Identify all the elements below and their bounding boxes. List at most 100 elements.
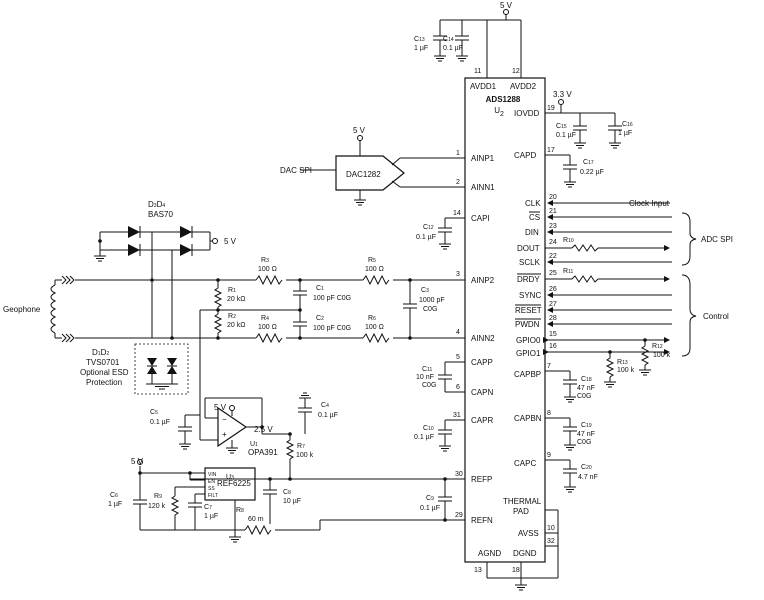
r2-value: 20 kΩ [227,322,245,329]
pin-capr: CAPR [471,416,493,425]
r13-value: 100 k [617,367,635,374]
d3d4-part: BAS70 [148,210,173,219]
esd-protection-box [134,343,189,395]
pin-capbn: CAPBN [514,414,542,423]
r3-ref: R3 [261,257,269,264]
r6-ref: R6 [368,315,376,322]
c13-value: 1 µF [414,45,428,52]
pin-cs: CS [529,213,540,222]
pin-num-28: 28 [549,315,557,322]
pin-capp: CAPP [471,358,493,367]
pin-drdy: DRDY [517,275,540,284]
pin-capn: CAPN [471,388,493,397]
c5-value: 0.1 µF [150,419,170,426]
r8-value: 60 m [248,516,264,523]
c3-value2: C0G [423,306,437,313]
c14-value: 0.1 µF [443,45,463,52]
c20-ref: C20 [581,464,592,471]
r12-ref: R12 [652,343,663,350]
pin-num-32: 32 [547,538,555,545]
pin-dout: DOUT [517,244,540,253]
pin-iovdd: IOVDD [514,109,540,118]
c8-value: 10 µF [283,498,301,505]
pin-gpio1: GPIO1 [516,349,541,358]
u3-pin-vin: VIN [208,472,217,478]
r4-ref: R4 [261,315,269,322]
pin-capbp: CAPBP [514,370,541,379]
pin-refp: REFP [471,475,492,484]
pin-gpio0: GPIO0 [516,336,541,345]
pin-num-13: 13 [474,567,482,574]
chip-ref-sub: 2 [500,111,504,118]
r9-value: 120 k [148,503,166,510]
rail-5v-ref: 5 V [131,457,144,466]
pin-capi: CAPI [471,214,490,223]
c1-ref: C1 [316,285,324,292]
pin-ainn1: AINN1 [471,183,495,192]
dac-part: DAC1282 [346,170,381,179]
d1d2-ref: D1D2 [92,348,109,357]
r8-ref: R8 [236,507,244,514]
v25-label: 2.5 V [254,425,273,434]
pin-num-23: 23 [549,223,557,230]
r9-ref: R9 [154,493,162,500]
pin-num-3: 3 [456,271,460,278]
c19-value2: C0G [577,439,591,446]
r12-value: 100 k [653,352,671,359]
r3-value: 100 Ω [258,266,277,273]
r13-ref: R13 [617,359,628,366]
c7-ref: C7 [204,504,212,511]
c10-ref: C10 [423,425,434,432]
c17-ref: C17 [583,159,594,166]
u1-ref: U1 [250,441,258,448]
rail-5v-top-node [503,9,509,15]
pin-ainp1: AINP1 [471,154,495,163]
rail-3v3: 3.3 V [553,90,572,99]
u3-pin-ss: SS [208,486,215,492]
thermal-line1: THERMAL [503,497,542,506]
u3-pin-en: EN [208,479,215,485]
pin-num-21: 21 [549,208,557,215]
c10-value: 0.1 µF [414,434,434,441]
r7-value: 100 k [296,452,314,459]
opa391-body [217,406,248,448]
pin-capc: CAPC [514,459,536,468]
c11-value: 10 nF [416,374,434,381]
r2-ref: R2 [228,313,236,320]
c12-value: 0.1 µF [416,234,436,241]
d1d2-note1: Optional ESD [80,368,129,377]
pin-refn: REFN [471,516,493,525]
pin-sclk: SCLK [519,258,541,267]
pin-num-22: 22 [549,253,557,260]
c4-ref: C4 [321,402,329,409]
c2-ref: C2 [316,315,324,322]
u3-part: REF6225 [217,479,251,488]
c9-ref: C9 [426,495,434,502]
r10-ref: R10 [563,237,574,244]
c19-ref: C19 [581,422,592,429]
r6-value: 100 Ω [365,324,384,331]
pin-num-12: 12 [512,68,520,75]
pin-num-15: 15 [549,331,557,338]
c3-value: 1000 pF [419,297,445,304]
c9-value: 0.1 µF [420,505,440,512]
pin-sync: SYNC [519,291,541,300]
chip-ref: U [494,106,500,115]
c4-value: 0.1 µF [318,412,338,419]
pin-dgnd: DGND [513,549,537,558]
pin-num-18: 18 [512,567,520,574]
label-adc-spi: ADC SPI [701,235,733,244]
pin-num-24: 24 [549,239,557,246]
pin-num-16: 16 [549,343,557,350]
rail-5v-diodes: 5 V [224,237,237,246]
c1-value: 100 pF C0G [313,295,351,302]
c15-value: 0.1 µF [556,132,576,139]
pin-din: DIN [525,228,539,237]
d3d4-ref: D3D4 [148,200,165,209]
pin-reset: RESET [515,306,542,315]
pin-agnd: AGND [478,549,501,558]
pin-num-9: 9 [547,452,551,459]
pin-clk: CLK [525,199,541,208]
pin-num-19: 19 [547,105,555,112]
